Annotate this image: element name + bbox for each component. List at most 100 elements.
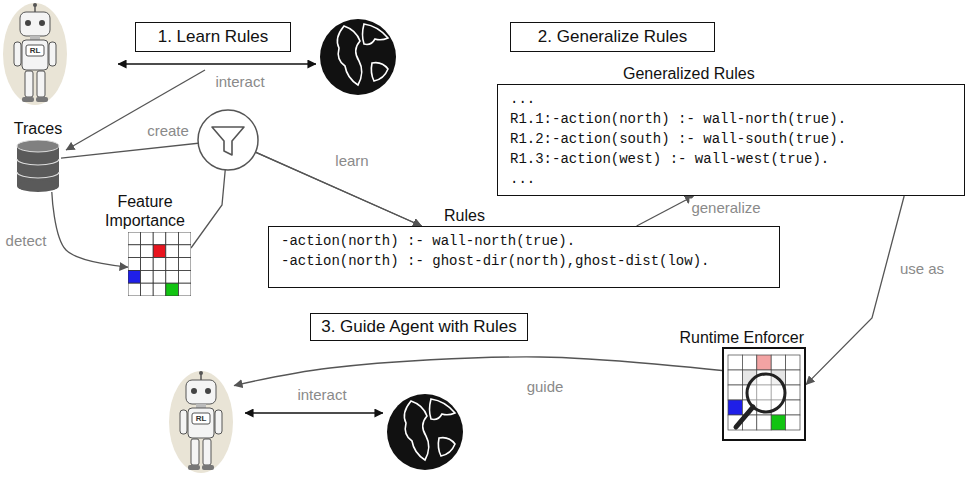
robot-agent-icon xyxy=(36,97,48,102)
importance-grid-icon xyxy=(128,283,141,296)
robot-agent-icon xyxy=(20,12,50,36)
rules-box: Rules-action(north) :- wall-north(true).… xyxy=(268,226,780,288)
importance-grid-icon xyxy=(178,270,191,283)
importance-grid-icon xyxy=(166,258,179,271)
globe-icon xyxy=(363,24,389,44)
importance-grid-icon xyxy=(166,270,179,283)
robot-agent-icon xyxy=(25,71,33,97)
robot-agent-icon xyxy=(22,97,34,102)
enforcer-box-icon xyxy=(728,355,742,370)
edge-label: learn xyxy=(333,152,370,169)
rule-line: ... xyxy=(510,89,535,109)
rule-line: -action(north) :- ghost-dir(north),ghost… xyxy=(281,251,709,271)
enforcer-box-icon xyxy=(728,370,742,385)
rule-line: R1.2:-action(south) :- wall-south(true). xyxy=(510,129,846,149)
importance-grid-icon xyxy=(178,283,191,296)
rule-line: -action(north) :- wall-north(true). xyxy=(281,231,575,251)
robot-agent: RL xyxy=(168,370,234,474)
importance-grid-icon xyxy=(178,258,191,271)
box-heading: Traces xyxy=(14,119,62,138)
importance-grid-icon xyxy=(128,232,191,296)
robot-agent-icon xyxy=(199,371,203,375)
interact-arrow xyxy=(118,64,316,65)
database-icon: Traces xyxy=(15,140,61,192)
step-box: 1. Learn Rules xyxy=(135,22,291,52)
step-title: 1. Learn Rules xyxy=(158,27,269,47)
robot-agent-icon xyxy=(30,36,40,40)
importance-grid-icon xyxy=(128,232,141,245)
enforcer-box-icon xyxy=(757,355,771,370)
interact-arrow xyxy=(118,63,316,64)
robot-agent-icon xyxy=(215,410,222,434)
edge-label: generalize xyxy=(689,199,762,216)
interact-arrow xyxy=(245,412,383,413)
robot-agent-icon xyxy=(205,388,211,394)
enforcer-box-icon xyxy=(736,407,753,427)
box-heading: Feature Importance xyxy=(93,192,197,230)
enforcer-box: Runtime Enforcer xyxy=(722,347,806,441)
enforcer-box-icon xyxy=(771,415,785,430)
edge-label: detect xyxy=(4,232,49,249)
filter-icon xyxy=(198,110,258,170)
step-title: 3. Guide Agent with Rules xyxy=(321,317,517,337)
enforcer-box-icon xyxy=(728,385,742,400)
flow-arrow xyxy=(52,192,128,267)
flow-label: interact xyxy=(295,386,348,403)
robot-agent-icon xyxy=(188,465,200,470)
globe-icon xyxy=(320,19,396,95)
enforcer-box-icon xyxy=(728,400,742,415)
robot-agent-icon xyxy=(39,20,45,26)
enforcer-box-icon xyxy=(786,415,800,430)
importance-grid-icon xyxy=(141,283,154,296)
database-icon-icon xyxy=(17,140,59,152)
robot-agent-icon xyxy=(203,439,211,465)
robot-agent-icon xyxy=(37,71,45,97)
importance-grid-icon xyxy=(166,245,179,258)
step-box: 2. Generalize Rules xyxy=(510,22,715,52)
robot-agent: RL xyxy=(2,2,68,106)
enforcer-box-icon xyxy=(757,415,771,430)
importance-grid-icon xyxy=(141,232,154,245)
globe-icon xyxy=(387,394,463,470)
enforcer-box-icon xyxy=(724,349,804,439)
rule-line: ... xyxy=(510,169,535,189)
robot-agent-icon xyxy=(191,439,199,465)
importance-grid-icon xyxy=(166,283,179,296)
rule-line: R1.3:-action(west) :- wall-west(true). xyxy=(510,149,829,169)
rule-line: R1.1:-action(north) :- wall-north(true). xyxy=(510,109,846,129)
robot-agent-icon xyxy=(186,380,216,404)
enforcer-box-icon xyxy=(771,355,785,370)
filter-icon xyxy=(198,110,258,170)
robot-agent-icon xyxy=(202,465,214,470)
importance-grid-icon xyxy=(153,270,166,283)
globe-icon xyxy=(320,19,396,95)
importance-grid-icon xyxy=(141,258,154,271)
robot-agent-icon xyxy=(49,42,56,66)
globe-icon xyxy=(371,63,388,81)
importance-grid: Feature Importance xyxy=(128,232,191,296)
importance-grid-icon xyxy=(178,245,191,258)
step-box: 3. Guide Agent with Rules xyxy=(310,313,528,341)
importance-grid-icon xyxy=(153,232,166,245)
agent-badge: RL xyxy=(168,413,234,424)
database-icon-icon xyxy=(17,180,59,192)
globe-icon xyxy=(438,438,455,456)
robot-agent-icon xyxy=(33,3,37,7)
database-icon-icon xyxy=(15,140,61,192)
importance-grid-icon xyxy=(128,245,141,258)
flow-arrow xyxy=(234,357,722,386)
agent-badge: RL xyxy=(2,45,68,56)
create-arrow xyxy=(66,70,205,150)
box-heading: Runtime Enforcer xyxy=(680,328,805,347)
flow-label: interact xyxy=(213,73,266,90)
robot-agent-icon xyxy=(180,410,187,434)
interact-arrow xyxy=(245,413,383,414)
importance-grid-icon xyxy=(178,232,191,245)
importance-grid-icon xyxy=(141,270,154,283)
rules-box: Generalized Rules...R1.1:-action(north) … xyxy=(497,84,965,196)
enforcer-box-icon xyxy=(742,355,756,370)
robot-agent-icon xyxy=(169,371,233,473)
flow-arrow xyxy=(637,196,694,226)
robot-agent-icon xyxy=(196,404,206,408)
importance-grid-icon xyxy=(128,258,141,271)
